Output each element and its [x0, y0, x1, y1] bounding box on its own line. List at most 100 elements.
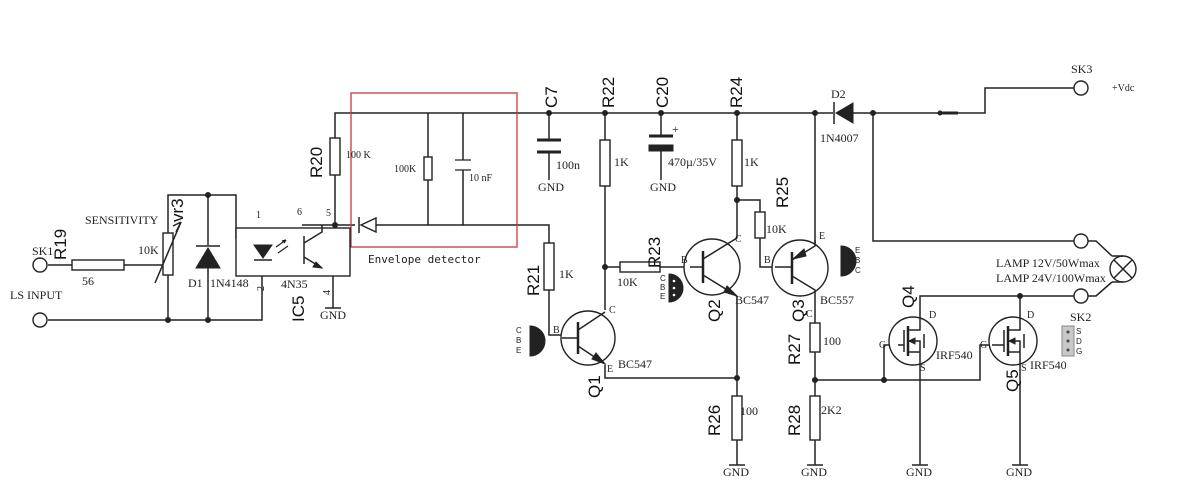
lamp-rating-1: LAMP 12V/50Wmax: [996, 256, 1100, 270]
d2-value: 1N4007: [820, 131, 859, 145]
c20-plus: +: [672, 122, 679, 136]
q3-ref: Q3: [789, 299, 808, 322]
q3-pin-c: C: [806, 309, 813, 320]
d1-value: 1N4148: [210, 276, 249, 290]
c7-gnd: GND: [538, 180, 564, 194]
lamp-rating-2: LAMP 24V/100Wmax: [996, 271, 1106, 285]
q4-gnd: GND: [906, 465, 932, 479]
r24-resistor: [731, 139, 743, 187]
envelope-resistor-value: 100K: [394, 164, 417, 175]
c7-ref: C7: [542, 86, 561, 108]
r24-ref: R24: [727, 77, 746, 108]
q5-pin-g: G: [980, 340, 987, 351]
svg-text:B: B: [660, 283, 665, 292]
svg-text:C: C: [660, 274, 666, 283]
r27-ref: R27: [785, 334, 804, 365]
r28-resistor: [809, 395, 821, 441]
q3-package-icon: E B C: [840, 245, 861, 277]
svg-text:G: G: [1076, 347, 1082, 356]
svg-text:E: E: [516, 346, 521, 355]
sk1-terminal[interactable]: [32, 257, 48, 273]
c7-value: 100n: [556, 158, 580, 172]
q2-pin-b: B: [681, 255, 688, 266]
q4-mosfet: [888, 316, 938, 366]
ic5-pin1: 1: [256, 210, 261, 221]
q1-part: BC547: [618, 357, 652, 371]
d1-ref: D1: [188, 276, 203, 290]
c20-ref: C20: [653, 77, 672, 108]
ls-input-label: LS INPUT: [10, 288, 63, 302]
d1-diode: [195, 245, 221, 269]
svg-text:B: B: [516, 336, 521, 345]
svg-text:S: S: [1076, 327, 1081, 336]
lamp-terminal-top[interactable]: [1073, 233, 1089, 249]
sk2-label: SK2: [1070, 310, 1091, 324]
q1-pin-e: E: [607, 364, 613, 375]
q2-package-icon: C B E: [660, 273, 684, 303]
vr3-potentiometer: [154, 221, 182, 284]
q5-pin-d: D: [1027, 310, 1034, 321]
q2-transistor: [683, 237, 741, 297]
ic5-pin5: 5: [326, 208, 331, 219]
envelope-capacitor-value: 10 nF: [469, 173, 493, 184]
q2-ref: Q2: [705, 299, 724, 322]
q1-pin-b: B: [553, 325, 560, 336]
lamp-terminal-bottom[interactable]: [1073, 288, 1089, 304]
c20-capacitor: [648, 134, 674, 152]
junction-dots: [165, 110, 1023, 383]
ls-input-terminal[interactable]: [32, 312, 48, 328]
r23-value: 10K: [617, 275, 638, 289]
ground-symbols: [325, 307, 1028, 466]
r21-value: 1K: [559, 267, 574, 281]
q1-ref: Q1: [585, 375, 604, 398]
r21-ref: R21: [524, 265, 543, 296]
q1-transistor: [560, 310, 616, 366]
r23-resistor: [619, 261, 661, 273]
sk2-package-icon: S D G: [1061, 325, 1082, 357]
r23-ref: R23: [645, 237, 664, 268]
r26-value: 100: [740, 404, 758, 418]
envelope-detector-title: Envelope detector: [368, 253, 481, 266]
q3-pin-b: B: [764, 255, 771, 266]
q5-mosfet: [988, 316, 1038, 366]
r19-value: 56: [82, 274, 94, 288]
r24-value: 1K: [744, 155, 759, 169]
svg-text:C: C: [855, 266, 861, 275]
q3-transistor: [771, 239, 829, 297]
r26-ref: R26: [705, 405, 724, 436]
r26-gnd: GND: [723, 465, 749, 479]
ic5-pin4: 4: [322, 290, 333, 295]
svg-text:E: E: [855, 246, 860, 255]
r20-value: 100 K: [346, 150, 372, 161]
d2-diode: [833, 102, 854, 124]
sk3-terminal[interactable]: [1073, 80, 1089, 96]
q4-pin-g: G: [879, 340, 886, 351]
ic5-pin2: 2: [256, 286, 267, 291]
lamp-icon: [1109, 255, 1137, 283]
c7-capacitor: [537, 138, 561, 154]
q5-gnd: GND: [1006, 465, 1032, 479]
q4-part: IRF540: [936, 348, 973, 362]
q5-pin-s: S: [1021, 363, 1027, 374]
r27-value: 100: [823, 334, 841, 348]
r19-resistor: [71, 259, 125, 271]
vr3-value: 10K: [138, 243, 159, 257]
c20-value: 470µ/35V: [668, 155, 717, 169]
svg-text:B: B: [855, 256, 860, 265]
r28-gnd: GND: [801, 465, 827, 479]
wires: [48, 87, 1113, 465]
d2-ref: D2: [831, 87, 846, 101]
q4-pin-s: S: [920, 363, 926, 374]
r27-resistor: [809, 322, 821, 353]
sensitivity-label: SENSITIVITY: [85, 213, 159, 227]
r19-ref: R19: [51, 229, 70, 260]
q4-ref: Q4: [899, 285, 918, 308]
r25-ref: R25: [773, 177, 792, 208]
svg-text:E: E: [660, 292, 665, 301]
c20-gnd: GND: [650, 180, 676, 194]
svg-text:C: C: [516, 326, 522, 335]
r28-value: 2K2: [821, 403, 842, 417]
r20-resistor: [329, 137, 341, 176]
vr3-ref: vr3: [168, 198, 187, 222]
